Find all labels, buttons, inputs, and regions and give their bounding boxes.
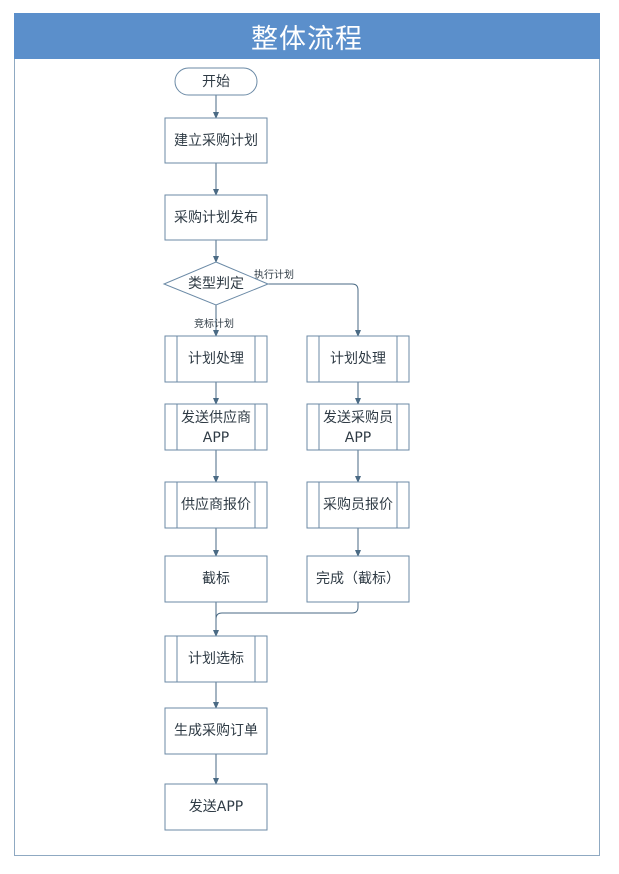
node-type-decision-label: 类型判定: [188, 276, 244, 292]
node-plan-process-left: 计划处理: [164, 335, 268, 383]
node-supplier-quote: 供应商报价: [164, 481, 268, 529]
node-send-buyer-app-line2: APP: [345, 430, 371, 446]
node-plan-select-bid: 计划选标: [164, 635, 268, 683]
node-type-decision: 类型判定: [162, 261, 270, 306]
node-send-buyer-app-line1: 发送采购员: [323, 410, 393, 426]
node-send-supplier-app-line1: 发送供应商: [181, 409, 251, 426]
edge-label-execute-plan: 执行计划: [254, 268, 294, 281]
edge-label-bidding-plan: 竞标计划: [194, 317, 234, 330]
node-start-label: 开始: [202, 74, 230, 90]
node-complete-close-bid-label: 完成（截标）: [316, 571, 400, 587]
node-send-app: 发送APP: [164, 783, 268, 831]
node-close-bid: 截标: [164, 555, 268, 603]
node-publish-plan-label: 采购计划发布: [174, 210, 258, 226]
diagram-title: 整体流程: [14, 13, 600, 59]
node-generate-order: 生成采购订单: [164, 707, 268, 755]
node-plan-process-right-label: 计划处理: [330, 351, 386, 367]
node-plan-select-bid-label: 计划选标: [188, 651, 244, 667]
node-create-plan: 建立采购计划: [164, 117, 268, 164]
node-send-supplier-app: 发送供应商 APP: [164, 403, 268, 451]
node-publish-plan: 采购计划发布: [164, 194, 268, 241]
node-generate-order-label: 生成采购订单: [174, 723, 258, 739]
node-close-bid-label: 截标: [202, 571, 230, 587]
edges: [213, 95, 361, 785]
node-buyer-quote: 采购员报价: [306, 481, 410, 529]
edge-decision-right: [268, 283, 361, 337]
edge-complete-merge: [215, 602, 359, 620]
node-create-plan-label: 建立采购计划: [174, 133, 258, 149]
node-plan-process-left-label: 计划处理: [188, 351, 244, 367]
node-complete-close-bid: 完成（截标）: [306, 555, 410, 603]
node-buyer-quote-label: 采购员报价: [323, 497, 393, 513]
node-send-buyer-app: 发送采购员 APP: [306, 403, 410, 451]
node-plan-process-right: 计划处理: [306, 335, 410, 383]
node-send-supplier-app-line2: APP: [203, 430, 229, 446]
node-start: 开始: [174, 67, 258, 96]
node-send-app-label: 发送APP: [189, 799, 243, 815]
node-supplier-quote-label: 供应商报价: [181, 496, 251, 513]
